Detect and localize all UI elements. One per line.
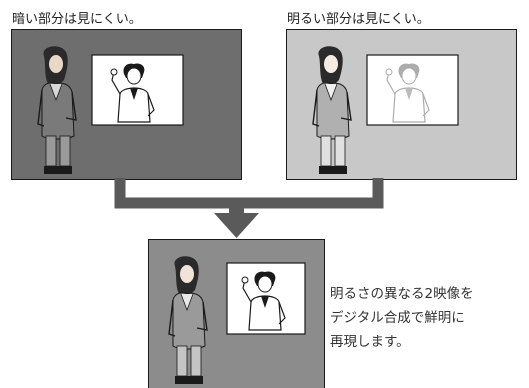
bright-exposure-panel <box>286 29 517 180</box>
composite-description: 明るさの異なる2映像を デジタル合成で鮮明に 再現します。 <box>330 282 525 354</box>
bright-image-caption: 明るい部分は見にくい。 <box>287 12 430 27</box>
dark-exposure-panel <box>11 29 242 180</box>
dark-exposure-illustration <box>12 30 241 179</box>
description-line-1: 明るさの異なる2映像を <box>330 286 474 302</box>
description-line-3: 再現します。 <box>330 334 410 350</box>
bright-exposure-illustration <box>287 30 516 179</box>
woman-figure-icon <box>37 46 77 174</box>
composite-illustration <box>149 240 324 388</box>
man-pointing-faded-icon <box>385 63 430 123</box>
description-line-2: デジタル合成で鮮明に <box>330 310 465 326</box>
man-pointing-icon <box>241 271 286 331</box>
man-pointing-icon <box>110 63 155 123</box>
woman-figure-icon <box>168 256 208 384</box>
dark-image-caption: 暗い部分は見にくい。 <box>12 12 142 27</box>
composite-image-panel <box>148 239 325 388</box>
woman-figure-icon <box>312 46 352 174</box>
